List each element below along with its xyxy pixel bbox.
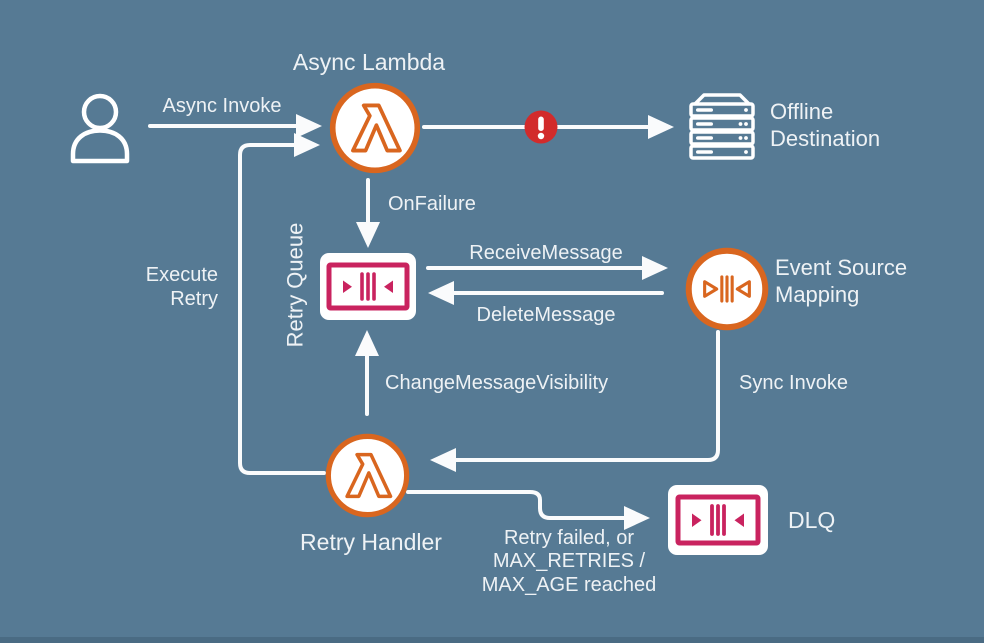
edge-receive-message <box>426 256 668 280</box>
delete-message-label: DeleteMessage <box>476 304 616 326</box>
retry-handler-title: Retry Handler <box>300 529 442 555</box>
on-failure-label: OnFailure <box>388 193 476 215</box>
dlq-title: DLQ <box>788 507 836 533</box>
execute-retry-label: Execute Retry <box>145 264 218 311</box>
edge-async-invoke <box>148 114 322 138</box>
retry-failed-label: Retry failed, or MAX_RETRIES / MAX_AGE r… <box>481 527 657 596</box>
lambda-icon-async <box>329 82 421 174</box>
receive-message-label: ReceiveMessage <box>469 242 623 264</box>
event-source-mapping-title: Event Source Mapping <box>775 255 908 307</box>
bottom-edge-strip <box>0 637 984 643</box>
queue-icon-retry <box>320 253 416 320</box>
edge-retry-failed <box>406 490 650 530</box>
async-lambda-title: Async Lambda <box>292 49 446 75</box>
offline-destination-title: Offline Destination <box>770 99 881 151</box>
error-badge-icon <box>524 110 558 144</box>
server-icon <box>689 93 755 160</box>
sync-invoke-label: Sync Invoke <box>739 372 848 394</box>
change-message-visibility-label: ChangeMessageVisibility <box>385 372 609 394</box>
user-icon <box>70 93 130 164</box>
edge-delete-message <box>428 281 664 305</box>
queue-icon-dlq <box>668 485 768 555</box>
esm-icon <box>685 247 769 331</box>
lambda-icon-retry-handler <box>325 433 410 518</box>
edge-sync-invoke <box>430 330 720 472</box>
edge-on-failure <box>356 178 380 248</box>
async-invoke-label: Async Invoke <box>162 95 282 117</box>
edge-change-message-visibility <box>355 330 379 416</box>
retry-queue-title: Retry Queue <box>282 222 308 348</box>
edge-execute-retry <box>238 133 326 475</box>
